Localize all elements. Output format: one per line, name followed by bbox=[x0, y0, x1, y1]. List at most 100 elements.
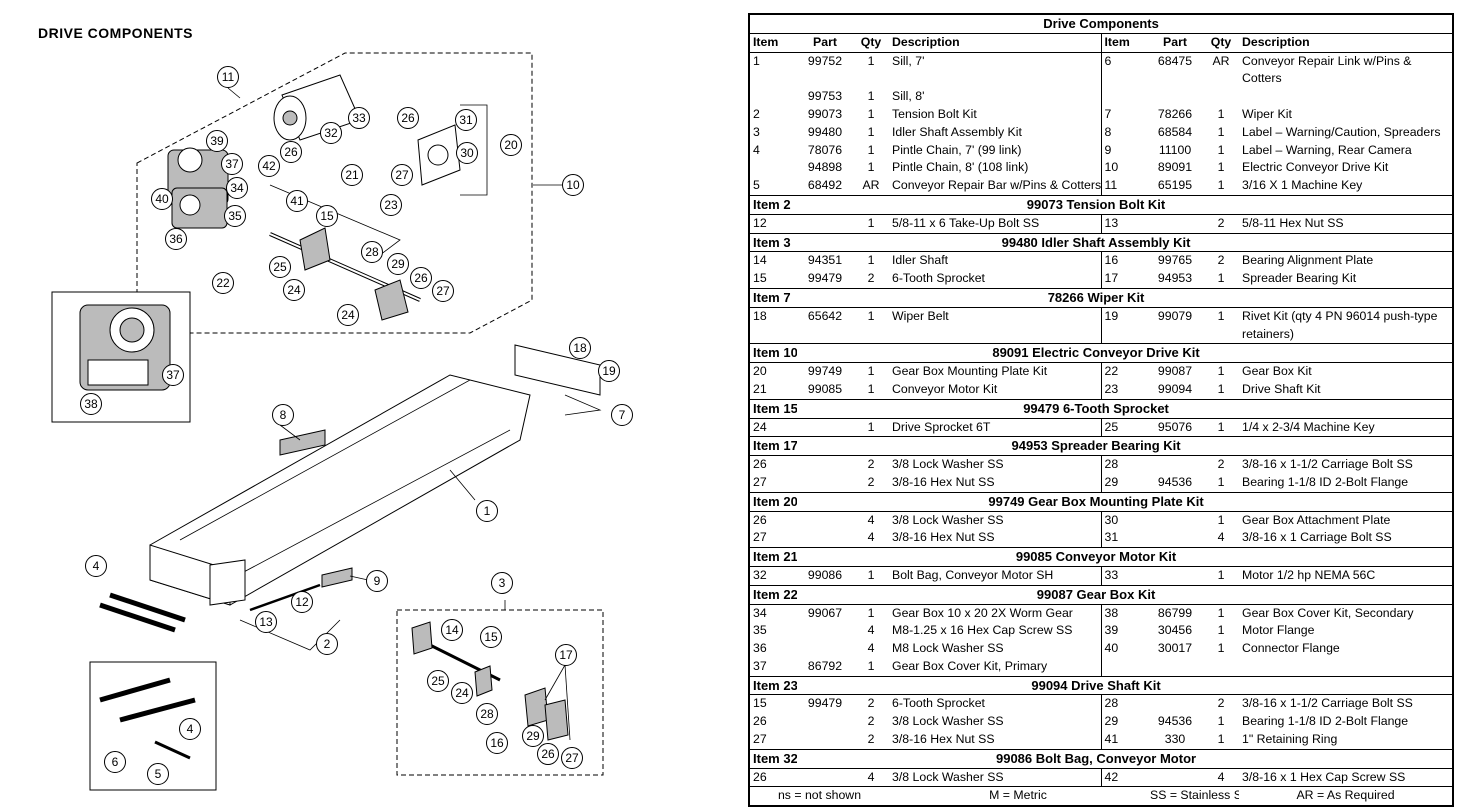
callout-label: 41 bbox=[290, 194, 304, 208]
cell-qty: 1 bbox=[1217, 605, 1225, 620]
callout-2: 2 bbox=[316, 633, 338, 655]
cell-item bbox=[1100, 88, 1147, 106]
bearing-flange bbox=[374, 279, 409, 321]
callout-label: 16 bbox=[490, 736, 504, 750]
callout-11: 11 bbox=[217, 66, 239, 88]
cell-part: 68475 bbox=[1157, 53, 1193, 68]
callout-label: 4 bbox=[187, 722, 194, 736]
cell-part: 94898 bbox=[807, 160, 843, 175]
cell-item: 29 bbox=[1100, 473, 1147, 493]
cell-qty: 1 bbox=[1217, 714, 1225, 729]
callout-label: 10 bbox=[566, 178, 580, 192]
cell-part: 30456 bbox=[1157, 623, 1193, 638]
cell-qty: 2 bbox=[867, 714, 875, 729]
cell-description: 1" Retaining Ring bbox=[1242, 732, 1338, 747]
cell-qty: 1 bbox=[867, 658, 875, 673]
cell-description: 3/8 Lock Washer SS bbox=[892, 714, 1004, 729]
legend-item: AR = As Required bbox=[1239, 786, 1454, 807]
conveyor-sill bbox=[149, 374, 531, 606]
section-label: Item 22 bbox=[749, 584, 797, 605]
section-label: Item 20 bbox=[749, 491, 797, 512]
callout-33: 33 bbox=[348, 107, 370, 129]
callout-label: 12 bbox=[295, 595, 309, 609]
cell-part bbox=[797, 529, 853, 547]
callout-38: 38 bbox=[80, 393, 102, 415]
header-item: Item bbox=[749, 33, 797, 53]
section-label: Item 2 bbox=[749, 194, 797, 215]
cell-part: 94536 bbox=[1157, 474, 1193, 489]
idler-shaft-boundary bbox=[396, 609, 604, 776]
callout-label: 37 bbox=[166, 368, 180, 382]
cell-qty: 1 bbox=[867, 53, 875, 68]
cell-qty: 1 bbox=[1217, 160, 1225, 175]
cell-qty: 1 bbox=[1217, 419, 1225, 434]
callout-41: 41 bbox=[286, 190, 308, 212]
cell-part: 99479 bbox=[807, 696, 843, 711]
section-label: Item 15 bbox=[749, 398, 797, 419]
motor bbox=[273, 74, 361, 141]
cell-item: 6 bbox=[1100, 52, 1147, 89]
section-title: 99749 Gear Box Mounting Plate Kit bbox=[797, 491, 1454, 512]
cell-part: 95076 bbox=[1157, 419, 1193, 434]
cell-item: 15 bbox=[753, 271, 767, 286]
cell-qty: 4 bbox=[1217, 769, 1225, 784]
cell-qty: 2 bbox=[867, 696, 875, 711]
wiper-belt bbox=[514, 344, 601, 396]
cell-qty: 1 bbox=[867, 364, 875, 379]
callout-27: 27 bbox=[432, 280, 454, 302]
cell-part: 99085 bbox=[807, 381, 843, 396]
cell-item: 11 bbox=[1100, 177, 1147, 196]
cell-item: 42 bbox=[1100, 768, 1147, 787]
callout-label: 29 bbox=[391, 257, 405, 271]
cell-part bbox=[797, 474, 853, 492]
cell-item: 14 bbox=[753, 253, 767, 268]
cell-description: M8-1.25 x 16 Hex Cap Screw SS bbox=[892, 623, 1073, 638]
cell-description: Drive Shaft Kit bbox=[1242, 381, 1321, 396]
take-up-bolt bbox=[249, 583, 321, 612]
cell-description: 6-Tooth Sprocket bbox=[892, 271, 985, 286]
section-title: 99094 Drive Shaft Kit bbox=[797, 675, 1454, 696]
callout-label: 11 bbox=[222, 70, 235, 84]
cell-qty: 1 bbox=[867, 567, 875, 582]
cell-qty: 1 bbox=[1217, 271, 1225, 286]
cell-part: 99087 bbox=[1157, 364, 1193, 379]
cell-item: 16 bbox=[1100, 251, 1147, 271]
callout-24: 24 bbox=[283, 279, 305, 301]
callout-36: 36 bbox=[165, 228, 187, 250]
cell-description: Gear Box Kit bbox=[1242, 364, 1312, 379]
callout-40: 40 bbox=[151, 188, 173, 210]
header-qty: Qty bbox=[1203, 33, 1239, 53]
header-part: Part bbox=[797, 33, 853, 53]
cell-item: 18 bbox=[753, 308, 767, 323]
cell-qty: 1 bbox=[1217, 641, 1225, 656]
callout-5: 5 bbox=[147, 763, 169, 785]
cell-qty: 1 bbox=[1217, 381, 1225, 396]
cell-description: 3/8-16 x 1 Carriage Bolt SS bbox=[1242, 530, 1392, 545]
callout-label: 31 bbox=[459, 113, 473, 127]
callout-12: 12 bbox=[291, 591, 313, 613]
cell-part: 78266 bbox=[1157, 106, 1193, 121]
callout-42: 42 bbox=[258, 155, 280, 177]
section-label: Item 3 bbox=[749, 232, 797, 253]
section-title: 99086 Bolt Bag, Conveyor Motor bbox=[797, 748, 1454, 769]
cell-description: Bearing 1-1/8 ID 2-Bolt Flange bbox=[1242, 474, 1409, 489]
section-label: Item 10 bbox=[749, 343, 797, 364]
cell-part: 330 bbox=[1164, 732, 1186, 747]
cell-description: Bolt Bag, Conveyor Motor SH bbox=[892, 567, 1054, 582]
cell-description: 5/8-11 x 6 Take-Up Bolt SS bbox=[892, 215, 1040, 230]
callout-35: 35 bbox=[224, 205, 246, 227]
cell-part: 99765 bbox=[1157, 253, 1193, 268]
cell-qty: 4 bbox=[867, 530, 875, 545]
